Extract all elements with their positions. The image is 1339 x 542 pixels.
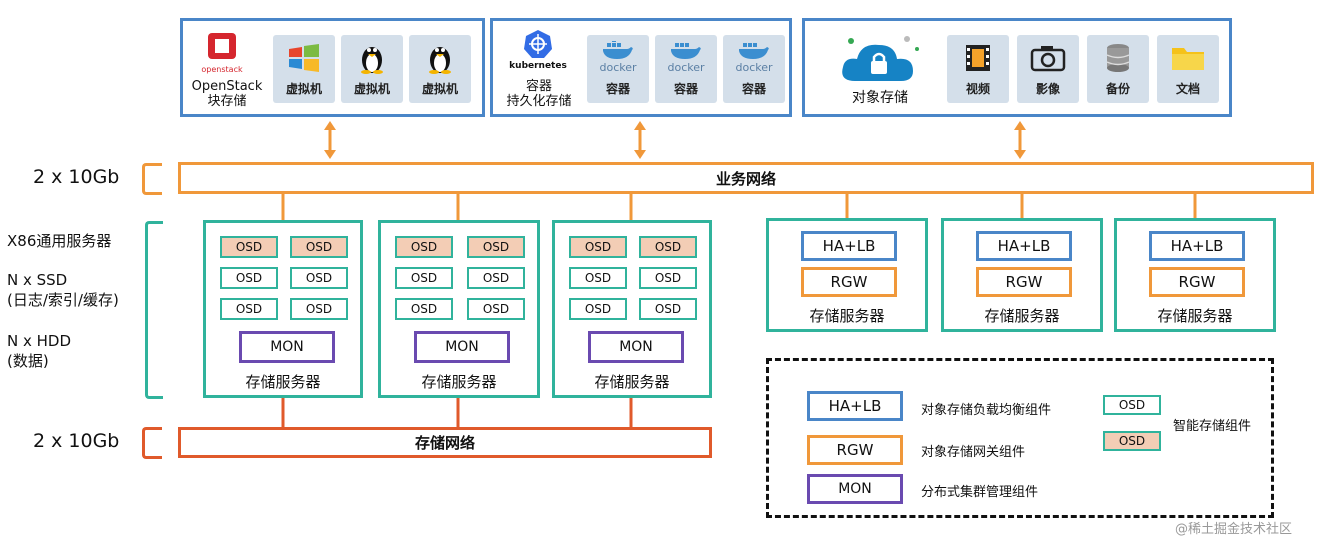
storage-server-card: OSD OSD OSD OSD OSD OSD MON 存储服务器: [203, 220, 363, 398]
osd-badge: OSD: [220, 267, 278, 289]
legend-halb-badge: HA+LB: [807, 391, 903, 421]
server-label: 存储服务器: [809, 307, 885, 325]
legend-osd-badge-highlight: OSD: [1103, 431, 1161, 451]
legend-rgw-desc: 对象存储网关组件: [921, 445, 1026, 460]
osd-badge: OSD: [395, 298, 453, 320]
openstack-logo-icon: [205, 31, 239, 63]
server-bracket: [145, 221, 163, 399]
business-bandwidth-label: 2 x 10Gb: [33, 166, 120, 188]
container-tile: docker 容器: [655, 35, 717, 103]
osd-badge: OSD: [290, 298, 348, 320]
halb-badge: HA+LB: [976, 231, 1072, 261]
kubernetes-logo-icon: [523, 29, 553, 59]
mon-badge: MON: [239, 331, 335, 363]
osd-badge: OSD: [639, 298, 697, 320]
halb-badge: HA+LB: [801, 231, 897, 261]
osd-badge: OSD: [220, 236, 278, 258]
osd-badge: OSD: [639, 267, 697, 289]
vm-tile: 虚拟机: [341, 35, 403, 103]
osd-badge: OSD: [290, 267, 348, 289]
mon-badge: MON: [414, 331, 510, 363]
container-tile: docker 容器: [587, 35, 649, 103]
osd-badge: OSD: [569, 267, 627, 289]
gateway-server-card: HA+LB RGW 存储服务器: [766, 218, 928, 332]
legend-osd-badge: OSD: [1103, 395, 1161, 415]
backup-tile: 备份: [1087, 35, 1149, 103]
kubernetes-panel: kubernetes 容器 持久化存储 docker 容器 docker 容器: [490, 18, 792, 117]
halb-badge: HA+LB: [1149, 231, 1245, 261]
windows-icon: [287, 35, 321, 80]
osd-badge: OSD: [569, 236, 627, 258]
legend-halb-desc: 对象存储负载均衡组件: [921, 403, 1052, 418]
server-label: 存储服务器: [245, 373, 321, 391]
openstack-logo-text: openstack: [201, 65, 243, 74]
legend-mon-desc: 分布式集群管理组件: [921, 485, 1039, 500]
osd-badge: OSD: [569, 298, 627, 320]
linux-tux-icon: [358, 35, 386, 80]
hdd-label: N x HDD: [7, 332, 72, 350]
osd-badge: OSD: [467, 236, 525, 258]
storage-bandwidth-label: 2 x 10Gb: [33, 430, 120, 452]
openstack-panel: openstack OpenStack 块存储 虚拟机 虚拟机: [180, 18, 485, 117]
rgw-badge: RGW: [976, 267, 1072, 297]
ssd-usage-label: (日志/索引/缓存): [7, 291, 119, 309]
mon-badge: MON: [588, 331, 684, 363]
osd-badge: OSD: [639, 236, 697, 258]
vm-tile: 虚拟机: [273, 35, 335, 103]
server-label: 存储服务器: [594, 373, 670, 391]
docker-icon: docker: [599, 35, 637, 80]
osd-badge: OSD: [395, 236, 453, 258]
x86-server-label: X86通用服务器: [7, 232, 112, 250]
rgw-badge: RGW: [1149, 267, 1245, 297]
osd-badge: OSD: [467, 267, 525, 289]
hdd-usage-label: (数据): [7, 352, 49, 370]
legend-box: HA+LB 对象存储负载均衡组件 RGW 对象存储网关组件 MON 分布式集群管…: [766, 358, 1274, 518]
legend-mon-badge: MON: [807, 474, 903, 504]
gateway-server-card: HA+LB RGW 存储服务器: [941, 218, 1103, 332]
legend-rgw-badge: RGW: [807, 435, 903, 465]
gateway-server-card: HA+LB RGW 存储服务器: [1114, 218, 1276, 332]
document-tile: 文档: [1157, 35, 1219, 103]
folder-icon: [1170, 35, 1206, 80]
kubernetes-caption: 容器 持久化存储: [506, 79, 572, 109]
storage-server-card: OSD OSD OSD OSD OSD OSD MON 存储服务器: [552, 220, 712, 398]
vm-tile: 虚拟机: [409, 35, 471, 103]
docker-icon: docker: [667, 35, 705, 80]
storage-network-bar: 存储网络: [178, 427, 712, 458]
business-bracket: [142, 163, 162, 195]
image-tile: 影像: [1017, 35, 1079, 103]
container-tile: docker 容器: [723, 35, 785, 103]
watermark: @稀土掘金技术社区: [1175, 522, 1293, 537]
business-network-bar: 业务网络: [178, 162, 1314, 194]
openstack-caption: OpenStack 块存储: [191, 79, 263, 109]
cloud-lock-icon: [835, 31, 925, 89]
rgw-badge: RGW: [801, 267, 897, 297]
video-tile: 视频: [947, 35, 1009, 103]
kubernetes-logo-text: kubernetes: [509, 61, 567, 71]
database-icon: [1105, 35, 1131, 80]
osd-badge: OSD: [395, 267, 453, 289]
server-label: 存储服务器: [421, 373, 497, 391]
osd-badge: OSD: [290, 236, 348, 258]
osd-badge: OSD: [220, 298, 278, 320]
docker-icon: docker: [735, 35, 773, 80]
ssd-label: N x SSD: [7, 271, 68, 289]
camera-icon: [1030, 35, 1066, 80]
object-storage-caption: 对象存储: [852, 90, 908, 106]
legend-osd-desc: 智能存储组件: [1173, 419, 1252, 434]
server-label: 存储服务器: [1157, 307, 1233, 325]
object-storage-panel: 对象存储 视频 影像: [802, 18, 1232, 117]
osd-badge: OSD: [467, 298, 525, 320]
storage-bracket: [142, 427, 162, 459]
film-icon: [964, 35, 992, 80]
storage-server-card: OSD OSD OSD OSD OSD OSD MON 存储服务器: [378, 220, 540, 398]
server-label: 存储服务器: [984, 307, 1060, 325]
linux-tux-icon: [426, 35, 454, 80]
